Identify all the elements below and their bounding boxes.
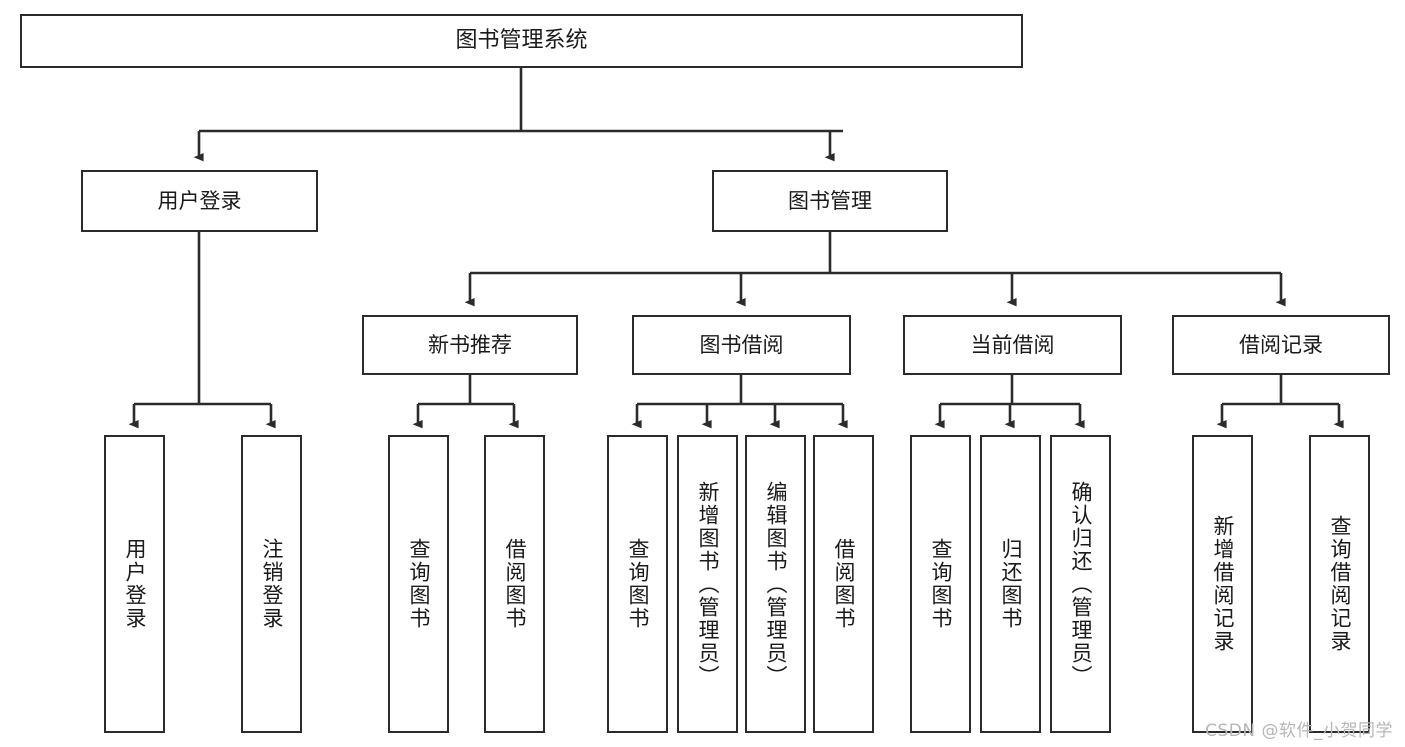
leaf-book-borrow-add-book-admin[interactable]: 新增图书（管理员）: [677, 435, 738, 733]
node-user-login[interactable]: 用户登录: [81, 170, 318, 232]
leaf-borrow-record-add-record[interactable]: 新增借阅记录: [1192, 435, 1253, 733]
leaf-user-login-login[interactable]: 用户登录: [104, 435, 165, 733]
node-label: 用户登录: [157, 188, 242, 213]
node-label: 图书管理: [788, 188, 872, 213]
node-label: 注销登录: [259, 538, 284, 630]
node-label: 图书借阅: [699, 332, 784, 357]
leaf-user-login-logout[interactable]: 注销登录: [241, 435, 302, 733]
node-current-borrow[interactable]: 当前借阅: [903, 315, 1122, 375]
node-book-management[interactable]: 图书管理: [712, 170, 948, 232]
node-label: 确认归还（管理员）: [1068, 480, 1093, 688]
leaf-new-book-borrow-book[interactable]: 借阅图书: [484, 435, 545, 733]
leaf-borrow-record-query-record[interactable]: 查询借阅记录: [1309, 435, 1370, 733]
leaf-current-borrow-query-book[interactable]: 查询图书: [910, 435, 971, 733]
leaf-book-borrow-edit-book-admin[interactable]: 编辑图书（管理员）: [745, 435, 806, 733]
node-label: 查询图书: [625, 538, 650, 630]
node-label: 图书管理系统: [455, 28, 588, 54]
node-label: 新增借阅记录: [1210, 515, 1235, 653]
node-root-book-management-system[interactable]: 图书管理系统: [20, 14, 1023, 68]
node-label: 用户登录: [122, 538, 147, 630]
node-label: 归还图书: [998, 538, 1023, 630]
leaf-book-borrow-borrow-book[interactable]: 借阅图书: [813, 435, 874, 733]
node-label: 查询图书: [928, 538, 953, 630]
node-label: 当前借阅: [970, 332, 1055, 357]
node-label: 新书推荐: [428, 332, 512, 357]
leaf-current-borrow-return-book[interactable]: 归还图书: [980, 435, 1041, 733]
node-label: 查询图书: [406, 538, 431, 630]
node-label: 借阅记录: [1239, 332, 1323, 357]
node-label: 查询借阅记录: [1327, 515, 1352, 653]
node-book-borrow[interactable]: 图书借阅: [632, 315, 851, 375]
node-borrow-record[interactable]: 借阅记录: [1172, 315, 1390, 375]
node-label: 新增图书（管理员）: [695, 480, 720, 688]
leaf-current-borrow-confirm-return-admin[interactable]: 确认归还（管理员）: [1050, 435, 1111, 733]
node-new-book-recommend[interactable]: 新书推荐: [362, 315, 578, 375]
node-label: 借阅图书: [831, 538, 856, 630]
leaf-book-borrow-query-book[interactable]: 查询图书: [607, 435, 668, 733]
node-label: 借阅图书: [502, 538, 527, 630]
node-label: 编辑图书（管理员）: [763, 480, 788, 688]
leaf-new-book-query-book[interactable]: 查询图书: [388, 435, 449, 733]
